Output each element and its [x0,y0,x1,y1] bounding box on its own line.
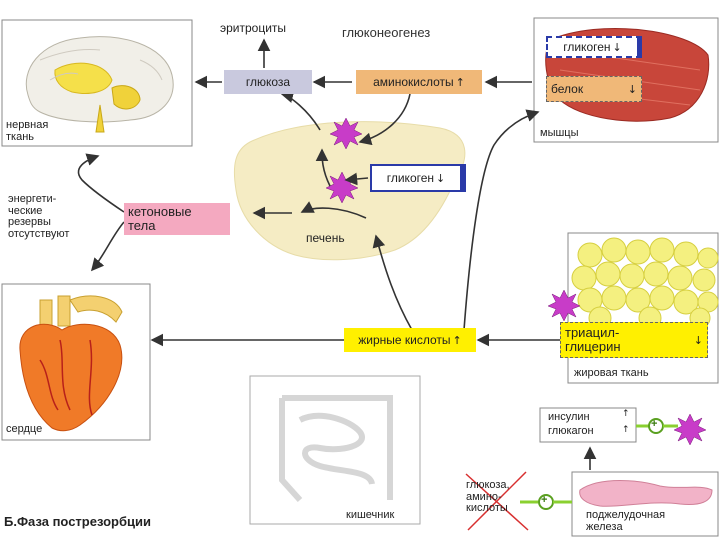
insulin-up-icon: ↑ [622,409,630,419]
triacylglycerol-box: триацил- глицерин ↓ [560,322,708,358]
heart-image [19,295,123,432]
glucose-amino-label: глюкоза, амино- кислоты [466,479,510,515]
adipose-tissue-label: жировая ткань [574,367,649,379]
down-arrow-icon: ↓ [612,40,622,54]
hormone-box [539,407,637,443]
pancreas-label: поджелудочная железа [586,509,666,533]
glucagon-label: глюкагон [548,425,594,437]
cross-out [465,471,529,531]
muscles-label: мышцы [540,127,579,139]
glucose-box: глюкоза [224,70,312,94]
down-arrow-icon: ↓ [436,171,446,185]
muscle-protein-box: белок ↓ [546,76,642,102]
glucose-label: глюкоза [245,75,291,89]
up-arrow-icon: ↑ [452,333,462,347]
gluconeogenesis-label: глюконеогенез [342,25,431,40]
ketone-bodies-box: кетоновые тела [124,203,230,235]
muscle-protein-label: белок [551,82,584,96]
starburst-icons [325,117,707,446]
brain-image [25,36,174,133]
plus-icon: + [541,494,548,506]
intestine-image [279,395,393,503]
triacylglycerol-label: триацил- глицерин [565,325,621,354]
ketone-bodies-label: кетоновые тела [128,203,192,233]
energy-reserves-label: энергети- ческие резервы отсутствуют [8,193,70,240]
liver-label: печень [306,231,345,245]
glucagon-up-icon: ↑ [622,425,630,435]
down-arrow-icon: ↓ [627,82,637,96]
insulin-label: инсулин [548,411,590,423]
muscle-glycogen-box: гликоген ↓ [546,36,642,58]
liver-glycogen-box: гликоген ↓ [370,164,466,192]
plus-icon: + [651,418,658,430]
amino-acids-label: аминокислоты [373,75,454,89]
fatty-acids-box: жирные кислоты ↑ [344,328,476,352]
heart-label: сердце [6,423,43,435]
caption: Б.Фаза пострезорбции [4,514,151,529]
fatty-acids-label: жирные кислоты [358,333,451,347]
muscle-glycogen-label: гликоген [563,40,611,54]
pancreas-image [579,480,713,507]
intestine-label: кишечник [346,509,395,521]
fat-cells [571,237,719,330]
flow-arrows [77,38,597,470]
liver-glycogen-label: гликоген [386,171,435,185]
nervous-tissue-label: нервная ткань [6,119,49,143]
up-arrow-icon: ↑ [455,75,465,89]
down-arrow-icon: ↓ [693,333,703,347]
erythrocytes-label: эритроциты [220,21,287,35]
amino-acids-box: аминокислоты ↑ [356,70,482,94]
